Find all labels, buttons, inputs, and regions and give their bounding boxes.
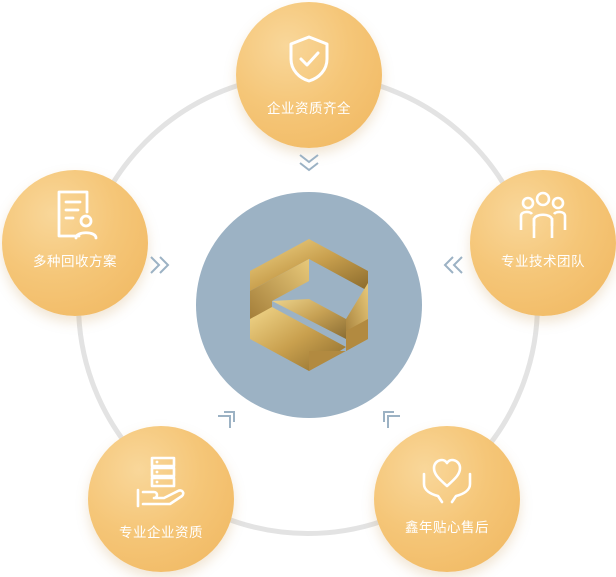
chevron-up-right-icon	[218, 411, 235, 428]
node-team: 专业技术团队	[470, 170, 616, 316]
node-label: 专业企业资质	[119, 525, 203, 541]
node-label: 鑫年贴心售后	[405, 520, 489, 536]
chevron-left-icon	[443, 256, 463, 274]
heart-hands-icon	[422, 458, 472, 504]
document-user-icon	[57, 190, 98, 240]
node-qualification: 企业资质齐全	[236, 2, 382, 148]
node-label: 多种回收方案	[33, 254, 117, 270]
node-enterprise: 专业企业资质	[88, 426, 234, 572]
node-plans: 多种回收方案	[2, 170, 148, 316]
node-label: 企业资质齐全	[267, 101, 351, 117]
hexagon-logo-icon	[250, 239, 368, 371]
node-label: 专业技术团队	[501, 254, 585, 270]
server-hand-icon	[136, 456, 185, 508]
chevron-right-icon	[150, 256, 170, 274]
team-icon	[519, 191, 567, 238]
center-circle	[196, 192, 422, 418]
shield-check-icon	[289, 35, 329, 83]
chevron-down-icon	[299, 154, 319, 172]
node-after-sales: 鑫年贴心售后	[374, 426, 520, 572]
chevron-up-left-icon	[383, 411, 400, 428]
